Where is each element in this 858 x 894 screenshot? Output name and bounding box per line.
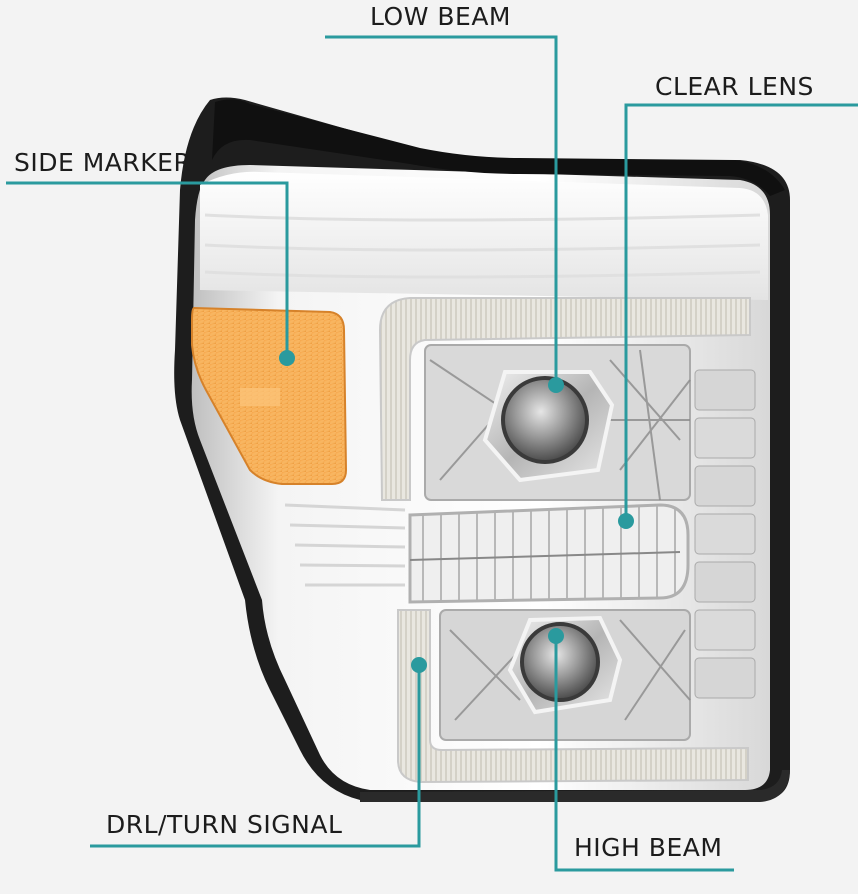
label-side-marker: SIDE MARKER bbox=[14, 148, 192, 177]
side-led-segments bbox=[694, 369, 756, 699]
label-low-beam: LOW BEAM bbox=[370, 2, 511, 31]
clear-lens-dot bbox=[618, 513, 634, 529]
drl-upper-bar bbox=[378, 297, 751, 501]
drl-turn-signal-dot bbox=[411, 657, 427, 673]
high-beam-projector bbox=[522, 624, 598, 700]
side-marker-dot bbox=[279, 350, 295, 366]
low-beam-projector bbox=[503, 378, 587, 462]
callout-lines bbox=[6, 35, 858, 872]
callout-dots bbox=[279, 350, 634, 673]
label-high-beam: HIGH BEAM bbox=[574, 833, 723, 862]
label-clear-lens: CLEAR LENS bbox=[655, 72, 814, 101]
low-beam-dot bbox=[548, 377, 564, 393]
clear-lens-bar bbox=[408, 503, 690, 604]
label-drl-turn-signal: DRL/TURN SIGNAL bbox=[106, 810, 343, 839]
drl-lower-bar bbox=[397, 609, 749, 784]
high-beam-dot bbox=[548, 628, 564, 644]
